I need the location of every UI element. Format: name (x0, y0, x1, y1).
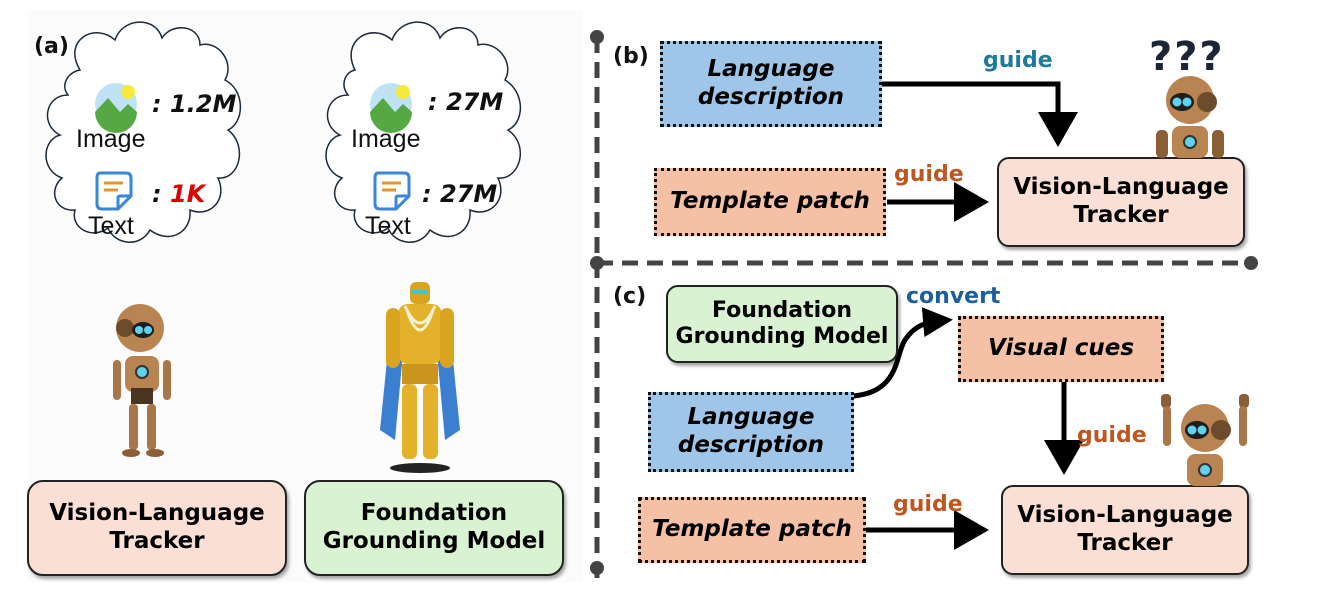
golden-robot-icon (370, 280, 470, 475)
divider-endpoint-bottom (590, 561, 604, 575)
text-document-icon (372, 170, 412, 212)
right-image-label: Image (351, 125, 421, 153)
b-guide-label-top: guide (983, 48, 1053, 73)
left-image-label: Image (76, 125, 146, 153)
box-line-2: Grounding Model (675, 324, 889, 349)
box-line-1: Language (707, 56, 835, 83)
c-visual-cues-box: Visual cues (958, 316, 1164, 382)
panel-a-label: (a) (34, 34, 69, 59)
left-text-label: Text (88, 212, 134, 240)
box-line-1: Vision-Language (49, 500, 265, 527)
box-text: Template patch (652, 516, 852, 543)
box-text: Template patch (670, 188, 870, 215)
c-guide-label-vertical: guide (1077, 423, 1147, 448)
left-image-count: : 1.2M (152, 90, 237, 118)
box-line-2: Tracker (1077, 530, 1173, 556)
image-icon (369, 82, 413, 133)
c-guide-label-left: guide (893, 492, 963, 517)
left-text-count: : 1K (152, 180, 205, 208)
left-text-count-prefix: : (152, 180, 170, 208)
right-image-count: : 27M (428, 88, 504, 116)
happy-robot-icon (1155, 392, 1255, 486)
left-text-count-value: 1K (169, 180, 206, 208)
box-line-1: Language (687, 404, 815, 431)
right-text-label: Text (365, 212, 411, 240)
box-line-1: Foundation (711, 297, 852, 323)
small-robot-icon (95, 298, 175, 458)
box-line-2: Tracker (109, 528, 205, 554)
box-line-2: description (677, 432, 825, 458)
panel-b-label: (b) (613, 44, 649, 69)
image-icon (94, 82, 138, 133)
c-template-patch-box: Template patch (638, 497, 866, 563)
box-line-2: description (697, 84, 845, 110)
box-line-2: Grounding Model (322, 528, 546, 554)
divider-endpoint-left (590, 256, 604, 270)
box-line-2: Tracker (1073, 202, 1169, 228)
question-marks: ??? (1149, 34, 1225, 80)
b-template-patch-box: Template patch (654, 168, 886, 236)
b-guide-label-left: guide (894, 162, 964, 187)
box-line-1: Vision-Language (1013, 174, 1229, 201)
arrow-c-convert (852, 307, 953, 399)
box-text: Visual cues (987, 335, 1135, 362)
box-line-1: Foundation (360, 500, 508, 527)
divider-endpoint-right (1244, 256, 1258, 270)
text-document-icon (94, 170, 134, 212)
box-line-1: Vision-Language (1017, 502, 1233, 529)
cloud-left (45, 21, 242, 243)
right-text-count: : 27M (422, 180, 498, 208)
c-convert-label: convert (906, 284, 1001, 309)
panel-c-label: (c) (613, 284, 647, 309)
arrow-b-language-to-tracker (880, 81, 1078, 147)
confused-robot-icon (1150, 74, 1230, 158)
divider-endpoint-top (590, 30, 604, 44)
